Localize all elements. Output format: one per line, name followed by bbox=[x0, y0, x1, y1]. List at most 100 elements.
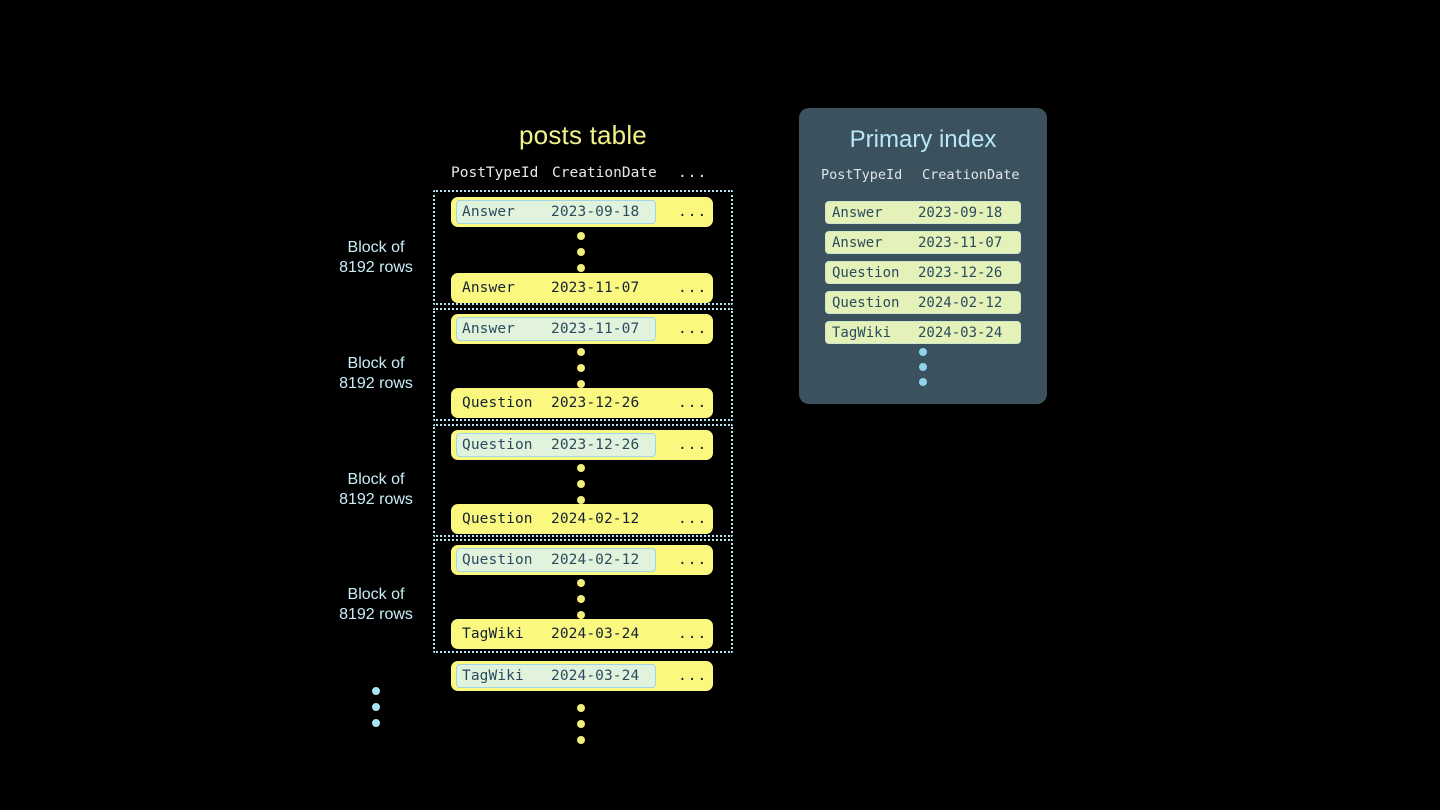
row-cell-creationdate: 2024-02-12 bbox=[551, 511, 640, 527]
index-cell-posttypeid: Question bbox=[832, 264, 900, 281]
index-cell-posttypeid: Question bbox=[832, 294, 900, 311]
row-cell-posttypeid: TagWiki bbox=[462, 668, 524, 684]
row-cell-posttypeid: Question bbox=[462, 511, 533, 527]
index-cell-creationdate: 2024-02-12 bbox=[918, 294, 1003, 311]
dot bbox=[577, 704, 585, 712]
row-highlight-mark bbox=[456, 548, 656, 572]
block-2 bbox=[433, 308, 733, 421]
row-cell-ellipsis: ... bbox=[678, 204, 708, 220]
row-ellipsis-vertical bbox=[577, 464, 587, 504]
table-ellipsis-vertical-bottom bbox=[577, 704, 587, 744]
row-cell-posttypeid: Answer bbox=[462, 204, 515, 220]
dot bbox=[577, 720, 585, 728]
dot bbox=[577, 464, 585, 472]
block-1-label-line1: Block of bbox=[347, 239, 405, 256]
dot bbox=[919, 378, 927, 386]
block-2-label: Block of 8192 rows bbox=[306, 354, 446, 394]
row-cell-creationdate: 2023-12-26 bbox=[551, 437, 640, 453]
table-row: TagWiki 2024-03-24 ... bbox=[451, 619, 713, 649]
dot bbox=[919, 348, 927, 356]
block-4-label-line2: 8192 rows bbox=[339, 606, 413, 623]
dot bbox=[372, 719, 380, 727]
index-row: TagWiki 2024-03-24 bbox=[825, 321, 1021, 344]
row-cell-posttypeid: Question bbox=[462, 552, 533, 568]
dot bbox=[577, 380, 585, 388]
block-4-label-line1: Block of bbox=[347, 586, 405, 603]
row-cell-posttypeid: TagWiki bbox=[462, 626, 524, 642]
block-4 bbox=[433, 539, 733, 653]
row-cell-ellipsis: ... bbox=[678, 552, 708, 568]
primary-index-column-headers: PostTypeId CreationDate bbox=[799, 167, 1047, 187]
table-row: Answer 2023-11-07 ... bbox=[451, 314, 713, 344]
blocks-ellipsis-vertical bbox=[372, 687, 382, 727]
column-header-creationdate: CreationDate bbox=[552, 165, 657, 181]
dot bbox=[372, 703, 380, 711]
row-cell-posttypeid: Answer bbox=[462, 321, 515, 337]
dot bbox=[919, 363, 927, 371]
row-cell-posttypeid: Question bbox=[462, 437, 533, 453]
column-header-posttypeid: PostTypeId bbox=[451, 165, 539, 181]
index-row: Question 2023-12-26 bbox=[825, 261, 1021, 284]
index-row: Answer 2023-11-07 bbox=[825, 231, 1021, 254]
row-cell-creationdate: 2023-11-07 bbox=[551, 321, 640, 337]
posts-table-title: posts table bbox=[519, 120, 647, 150]
primary-index-title: Primary index bbox=[849, 126, 997, 153]
dot bbox=[577, 496, 585, 504]
row-cell-creationdate: 2023-11-07 bbox=[551, 280, 640, 296]
row-cell-ellipsis: ... bbox=[678, 626, 708, 642]
primary-index-panel: Primary index PostTypeId CreationDate An… bbox=[799, 108, 1047, 404]
index-cell-creationdate: 2023-12-26 bbox=[918, 264, 1003, 281]
dot bbox=[577, 232, 585, 240]
row-cell-creationdate: 2024-03-24 bbox=[551, 668, 640, 684]
row-cell-ellipsis: ... bbox=[678, 511, 708, 527]
column-header-ellipsis: ... bbox=[678, 165, 708, 181]
row-cell-posttypeid: Question bbox=[462, 395, 533, 411]
row-cell-creationdate: 2024-02-12 bbox=[551, 552, 640, 568]
index-column-header-creationdate: CreationDate bbox=[922, 167, 1020, 183]
index-cell-posttypeid: Answer bbox=[832, 234, 883, 251]
row-cell-ellipsis: ... bbox=[678, 321, 708, 337]
dot bbox=[577, 611, 585, 619]
row-ellipsis-vertical bbox=[577, 579, 587, 619]
row-cell-posttypeid: Answer bbox=[462, 280, 515, 296]
block-1-label: Block of 8192 rows bbox=[306, 238, 446, 278]
table-row: Question 2024-02-12 ... bbox=[451, 545, 713, 575]
index-ellipsis-vertical bbox=[919, 348, 929, 386]
block-1-label-line2: 8192 rows bbox=[339, 259, 413, 276]
row-cell-creationdate: 2023-09-18 bbox=[551, 204, 640, 220]
dot bbox=[577, 348, 585, 356]
index-cell-creationdate: 2024-03-24 bbox=[918, 324, 1003, 341]
row-highlight-mark bbox=[456, 664, 656, 688]
row-cell-ellipsis: ... bbox=[678, 280, 708, 296]
row-highlight-mark bbox=[456, 200, 656, 224]
table-row: Question 2023-12-26 ... bbox=[451, 388, 713, 418]
posts-table-column-headers: PostTypeId CreationDate ... bbox=[433, 165, 733, 187]
block-3 bbox=[433, 424, 733, 537]
row-cell-ellipsis: ... bbox=[678, 395, 708, 411]
row-cell-ellipsis: ... bbox=[678, 668, 708, 684]
dot bbox=[577, 364, 585, 372]
dot bbox=[577, 595, 585, 603]
block-2-label-line1: Block of bbox=[347, 355, 405, 372]
block-2-label-line2: 8192 rows bbox=[339, 375, 413, 392]
row-cell-creationdate: 2023-12-26 bbox=[551, 395, 640, 411]
table-row: Answer 2023-11-07 ... bbox=[451, 273, 713, 303]
block-3-label-line2: 8192 rows bbox=[339, 491, 413, 508]
index-cell-creationdate: 2023-11-07 bbox=[918, 234, 1003, 251]
index-column-header-posttypeid: PostTypeId bbox=[821, 167, 903, 183]
table-row-trailing: TagWiki 2024-03-24 ... bbox=[451, 661, 713, 691]
block-1 bbox=[433, 190, 733, 305]
block-3-label-line1: Block of bbox=[347, 471, 405, 488]
index-cell-posttypeid: Answer bbox=[832, 204, 883, 221]
row-ellipsis-vertical bbox=[577, 232, 587, 272]
dot bbox=[372, 687, 380, 695]
table-row: Answer 2023-09-18 ... bbox=[451, 197, 713, 227]
row-highlight-mark bbox=[456, 433, 656, 457]
index-row: Question 2024-02-12 bbox=[825, 291, 1021, 314]
index-row: Answer 2023-09-18 bbox=[825, 201, 1021, 224]
row-highlight-mark bbox=[456, 317, 656, 341]
table-row: Question 2023-12-26 ... bbox=[451, 430, 713, 460]
block-4-label: Block of 8192 rows bbox=[306, 585, 446, 625]
row-ellipsis-vertical bbox=[577, 348, 587, 388]
